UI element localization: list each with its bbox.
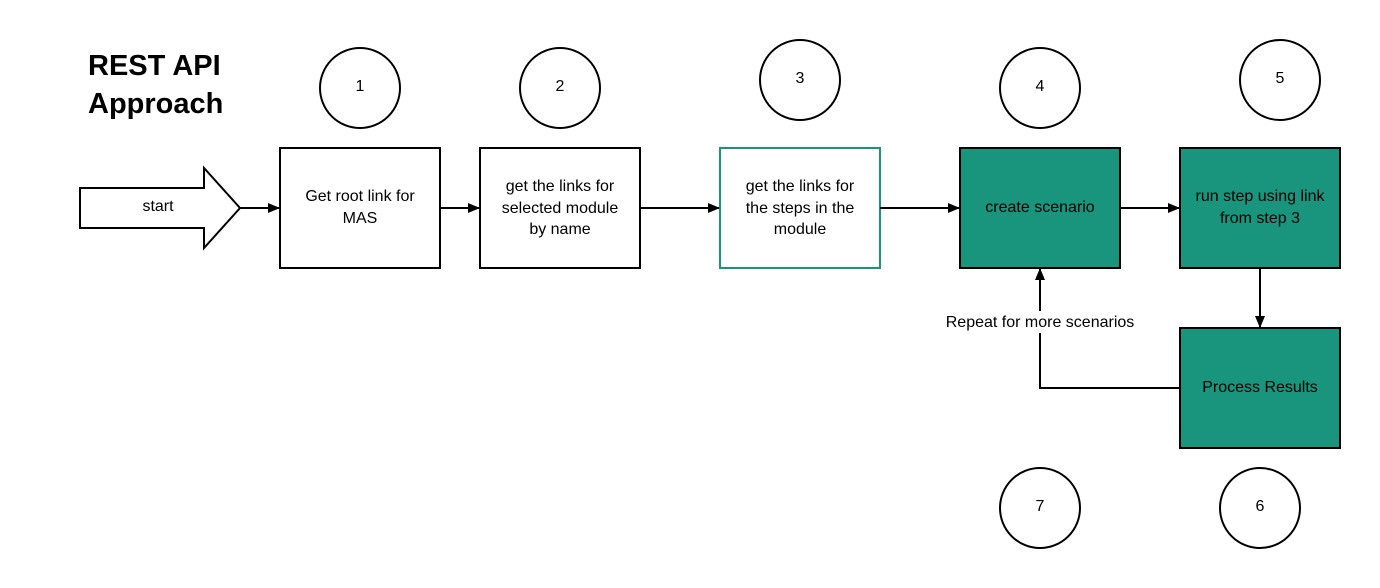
step-box-2-line-2: selected module [502,200,619,217]
step-box-5-line-2: from step 3 [1220,210,1300,227]
step-box-4-line-1: create scenario [985,199,1094,216]
step-box-1-line-1: Get root link for [305,188,415,205]
diagram-title-line-1: REST API [88,50,221,82]
step-number-7: 7 [999,467,1081,549]
step-number-2: 2 [519,47,601,129]
step-box-3: get the links for the steps in the modul… [719,147,881,269]
step-box-1-line-2: MAS [343,210,378,227]
step-box-3-line-3: module [774,221,827,238]
diagram-title-line-2: Approach [88,88,223,120]
step-box-3-line-2: the steps in the [746,200,855,217]
step-box-4: create scenario [959,147,1121,269]
arrow-6-to-4-loop [1035,268,1180,389]
step-box-2-line-3: by name [529,221,590,238]
step-box-3-line-1: get the links for [746,178,855,195]
step-number-1: 1 [319,47,401,129]
start-label: start [142,198,174,215]
step-box-2: get the links for selected module by nam… [479,147,641,269]
step-box-6: Process Results [1179,327,1341,449]
step-number-3-label: 3 [796,70,805,87]
step-number-3: 3 [759,39,841,121]
loop-label-background [930,311,1150,333]
step-number-6: 6 [1219,467,1301,549]
step-box-1: Get root link for MAS [279,147,441,269]
step-box-6-line-1: Process Results [1202,379,1318,396]
step-number-5: 5 [1239,39,1321,121]
step-number-2-label: 2 [556,78,565,95]
step-number-5-label: 5 [1276,70,1285,87]
step-box-2-line-1: get the links for [506,178,615,195]
step-number-1-label: 1 [356,78,365,95]
step-number-4: 4 [999,47,1081,129]
step-number-7-label: 7 [1036,498,1045,515]
step-box-5-line-1: run step using link [1196,188,1326,205]
step-box-5: run step using link from step 3 [1179,147,1341,269]
start-shape: start [79,165,242,251]
loop-label: Repeat for more scenarios [946,314,1135,331]
step-number-4-label: 4 [1036,78,1045,95]
step-number-6-label: 6 [1256,498,1265,515]
